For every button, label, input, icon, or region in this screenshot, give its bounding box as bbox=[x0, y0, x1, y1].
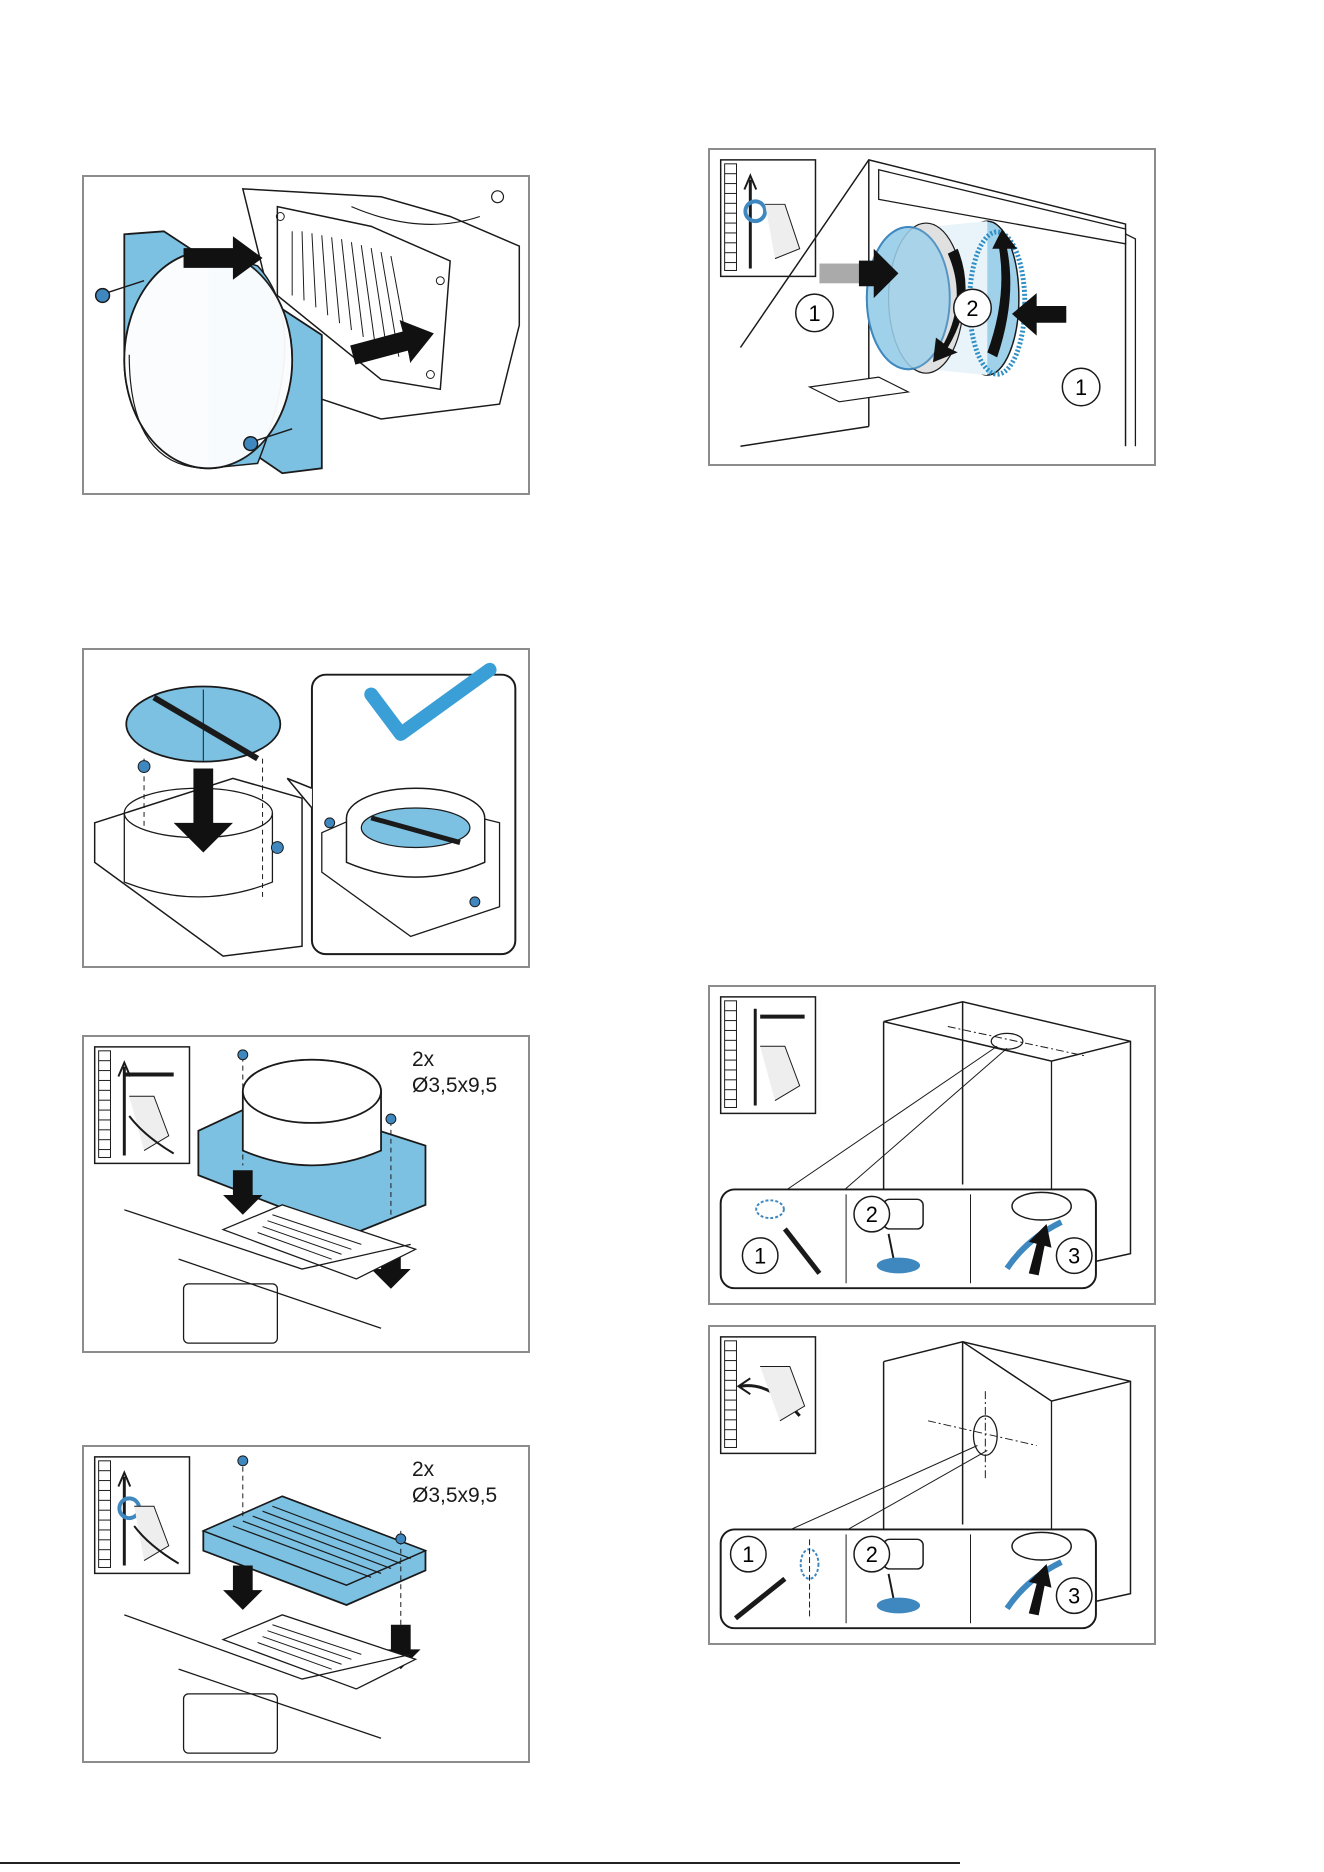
step-label: 3 bbox=[1068, 1584, 1080, 1609]
wall-mount-pictogram-icon bbox=[721, 1337, 816, 1454]
figure-grille-cover: 2x Ø3,5x9,5 bbox=[82, 1445, 530, 1763]
screw-icon bbox=[238, 1050, 248, 1060]
page-bottom-rule-dashed bbox=[880, 1862, 960, 1864]
figure-top-cutout: 1 2 3 bbox=[708, 985, 1156, 1305]
figure-flange-mount bbox=[82, 175, 530, 495]
screw-quantity: 2x bbox=[412, 1457, 497, 1483]
figure-duct-adapter: 2x Ø3,5x9,5 bbox=[82, 1035, 530, 1353]
wall-mount-pictogram-icon bbox=[721, 997, 816, 1114]
figure-filter-insertion: 1 2 1 bbox=[708, 148, 1156, 466]
step-label: 2 bbox=[866, 1542, 878, 1567]
top-cutout-illustration: 1 2 3 bbox=[710, 987, 1154, 1303]
filter-insertion-illustration: 1 2 1 bbox=[710, 150, 1154, 464]
step-label: 1 bbox=[808, 301, 820, 326]
screw-quantity: 2x bbox=[412, 1047, 497, 1073]
screw-size: Ø3,5x9,5 bbox=[412, 1483, 497, 1509]
backflow-flap-illustration bbox=[84, 650, 528, 966]
step-label: 1 bbox=[1075, 375, 1087, 400]
wall-mount-pictogram-icon bbox=[95, 1047, 190, 1164]
step-label: 1 bbox=[742, 1542, 754, 1567]
rear-cutout-illustration: 1 2 3 bbox=[710, 1327, 1154, 1643]
screw-spec-label: 2x Ø3,5x9,5 bbox=[412, 1047, 497, 1099]
figure-rear-cutout: 1 2 3 bbox=[708, 1325, 1156, 1645]
screw-icon bbox=[138, 761, 150, 773]
screw-spec-label: 2x Ø3,5x9,5 bbox=[412, 1457, 497, 1509]
figure-backflow-flap bbox=[82, 648, 530, 968]
screw-size: Ø3,5x9,5 bbox=[412, 1073, 497, 1099]
step-label: 2 bbox=[866, 1202, 878, 1227]
step-label: 3 bbox=[1068, 1244, 1080, 1269]
page-bottom-rule bbox=[0, 1862, 960, 1864]
screw-icon bbox=[238, 1456, 248, 1466]
step-label: 2 bbox=[966, 296, 978, 321]
flange-mount-illustration bbox=[84, 177, 528, 493]
step-label: 1 bbox=[754, 1244, 766, 1269]
wall-mount-pictogram-icon bbox=[95, 1457, 190, 1574]
